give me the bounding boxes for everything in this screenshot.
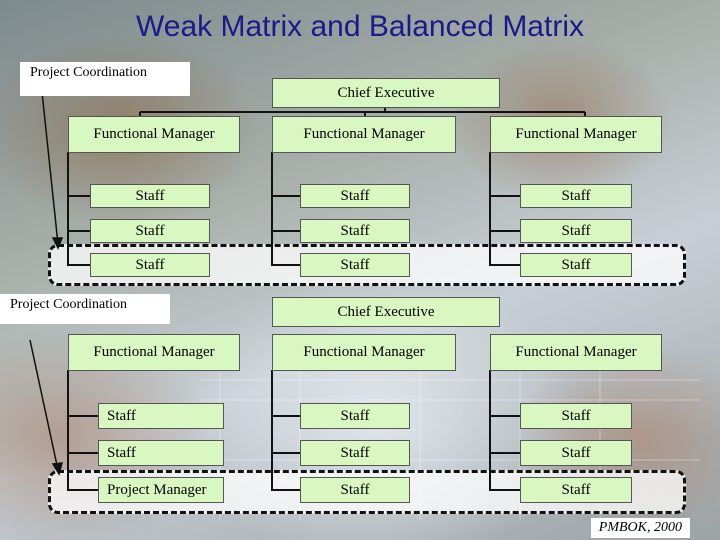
weak-staff-r2c2: Staff [300,219,410,243]
weak-project-coordination-label: Project Coordination [20,62,190,96]
weak-functional-manager-1: Functional Manager [68,116,240,153]
balanced-functional-manager-1: Functional Manager [68,334,240,371]
balanced-functional-manager-3: Functional Manager [490,334,662,371]
weak-staff-r1c3: Staff [520,184,632,208]
weak-staff-r3c3: Staff [520,253,632,277]
balanced-staff-r2c2: Staff [300,440,410,466]
balanced-staff-r2c1: Staff [98,440,224,466]
balanced-staff-r1c3: Staff [520,403,632,429]
balanced-chief-executive: Chief Executive [272,297,500,327]
weak-staff-r1c1: Staff [90,184,210,208]
balanced-staff-r3c2: Staff [300,477,410,503]
balanced-functional-manager-2: Functional Manager [272,334,456,371]
weak-functional-manager-2: Functional Manager [272,116,456,153]
balanced-staff-r3c3: Staff [520,477,632,503]
weak-chief-executive: Chief Executive [272,78,500,108]
balanced-staff-r1c1: Staff [98,403,224,429]
weak-staff-r2c1: Staff [90,219,210,243]
weak-staff-r1c2: Staff [300,184,410,208]
page-title: Weak Matrix and Balanced Matrix [136,10,584,43]
balanced-staff-r1c2: Staff [300,403,410,429]
weak-functional-manager-3: Functional Manager [490,116,662,153]
balanced-project-manager: Project Manager [98,477,224,503]
citation: PMBOK, 2000 [590,518,690,538]
balanced-project-coordination-label: Project Coordination [0,294,170,324]
weak-staff-r3c1: Staff [90,253,210,277]
balanced-staff-r2c3: Staff [520,440,632,466]
weak-staff-r2c3: Staff [520,219,632,243]
weak-staff-r3c2: Staff [300,253,410,277]
